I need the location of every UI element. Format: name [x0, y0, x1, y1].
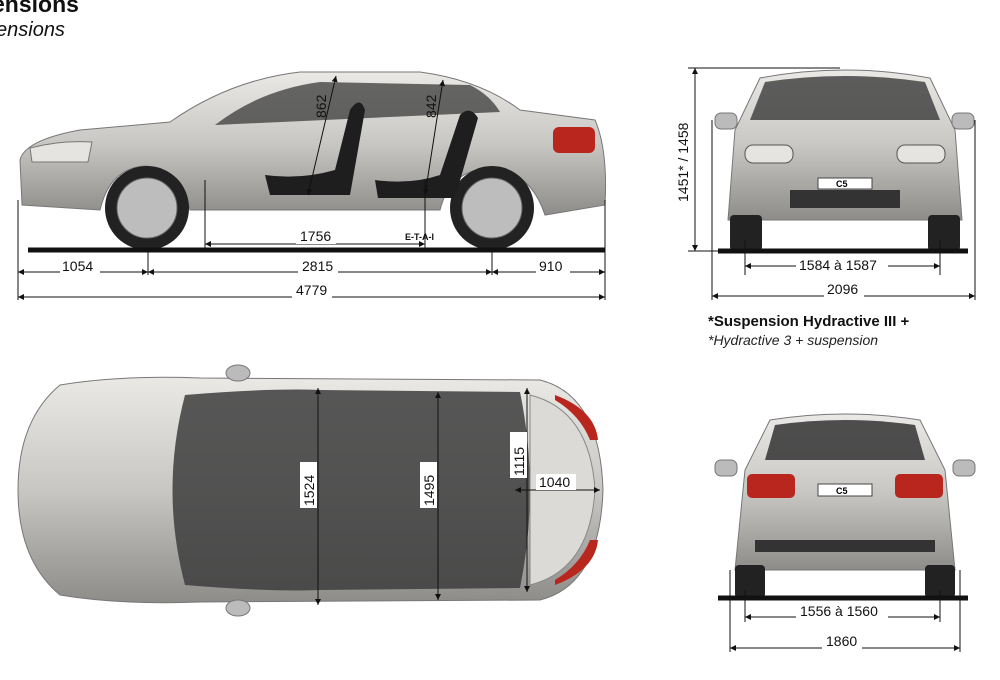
page-subtitle: ensions — [0, 19, 65, 41]
dim-front-headroom: 862 — [313, 94, 329, 118]
dim-front-width: 1524 — [301, 475, 317, 506]
dim-front-track: 1584 à 1587 — [799, 257, 877, 273]
front-badge: C5 — [836, 179, 848, 189]
dim-boot-length: 1040 — [539, 474, 570, 490]
dim-length: 4779 — [296, 282, 327, 298]
dim-rear-width-body: 1860 — [826, 633, 857, 649]
suspension-note-translation: *Hydractive 3 + suspension — [708, 332, 879, 348]
dim-height: 1451* / 1458 — [675, 122, 691, 202]
suspension-note: *Suspension Hydractive III + — [708, 313, 910, 330]
dim-rear-overhang: 910 — [539, 258, 563, 274]
dim-width-mirrors: 2096 — [827, 281, 858, 297]
dim-rear-width: 1495 — [421, 475, 437, 506]
dim-rear-headroom: 842 — [423, 94, 439, 118]
rear-badge: C5 — [836, 486, 848, 496]
watermark: E-T-A-I — [405, 232, 434, 242]
page-title: ensions — [0, 0, 79, 17]
dim-wheelbase: 2815 — [302, 258, 333, 274]
dim-front-overhang: 1054 — [62, 258, 93, 274]
dim-rear-track: 1556 à 1560 — [800, 603, 878, 619]
dim-boot-width: 1115 — [511, 447, 527, 476]
front-view-car — [714, 69, 975, 251]
dim-cabin-length: 1756 — [300, 228, 331, 244]
front-dimension-lines — [688, 67, 976, 300]
rear-view-car — [714, 413, 976, 598]
